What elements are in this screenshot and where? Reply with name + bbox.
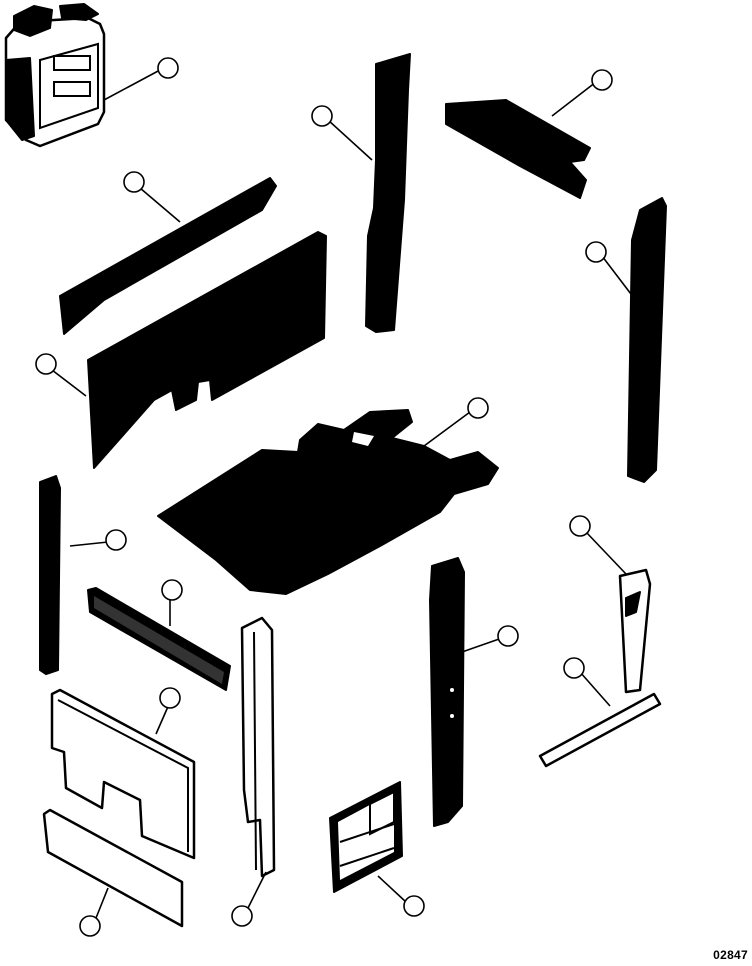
floor-mat	[157, 409, 499, 595]
front-post-pad	[240, 616, 276, 878]
bottom-left-strip	[42, 808, 184, 928]
callout-roof-rear-pad	[591, 69, 613, 91]
right-door-post-pad	[429, 557, 465, 827]
callout-right-door-post-pad	[497, 625, 519, 647]
roof-rear-pad	[445, 99, 591, 199]
callout-right-rear-post-pad	[311, 105, 333, 127]
rear-wall-pad	[87, 231, 327, 469]
upper-front-pad	[59, 177, 277, 335]
left-post-pad	[39, 475, 61, 675]
bottom-right-strip	[538, 692, 662, 768]
callout-left-post-pad	[105, 529, 127, 551]
callout-console-box	[157, 57, 179, 79]
callout-front-post-pad	[231, 905, 253, 927]
right-rear-post-pad	[365, 53, 411, 333]
callout-floor-mat	[467, 397, 489, 419]
door-panel	[329, 781, 403, 893]
callout-group	[35, 57, 613, 937]
lower-strip-pad	[87, 587, 231, 691]
callout-bottom-left-strip	[79, 915, 101, 937]
callout-small-right-post-pad	[569, 515, 591, 537]
leader-lines	[51, 69, 635, 919]
console-box	[4, 3, 106, 148]
callout-upper-front-pad	[123, 171, 145, 193]
callout-rear-wall-pad	[35, 353, 57, 375]
right-side-post-pad	[627, 197, 667, 483]
callout-door-panel	[403, 895, 425, 917]
callout-left-lower-panel	[159, 687, 181, 709]
small-right-post-pad	[618, 568, 652, 694]
callout-lower-strip-pad	[161, 579, 183, 601]
callout-bottom-right-strip	[563, 657, 585, 679]
reference-code: 02847	[713, 948, 748, 962]
left-lower-panel	[50, 688, 196, 860]
callout-right-side-post-pad	[585, 241, 607, 263]
